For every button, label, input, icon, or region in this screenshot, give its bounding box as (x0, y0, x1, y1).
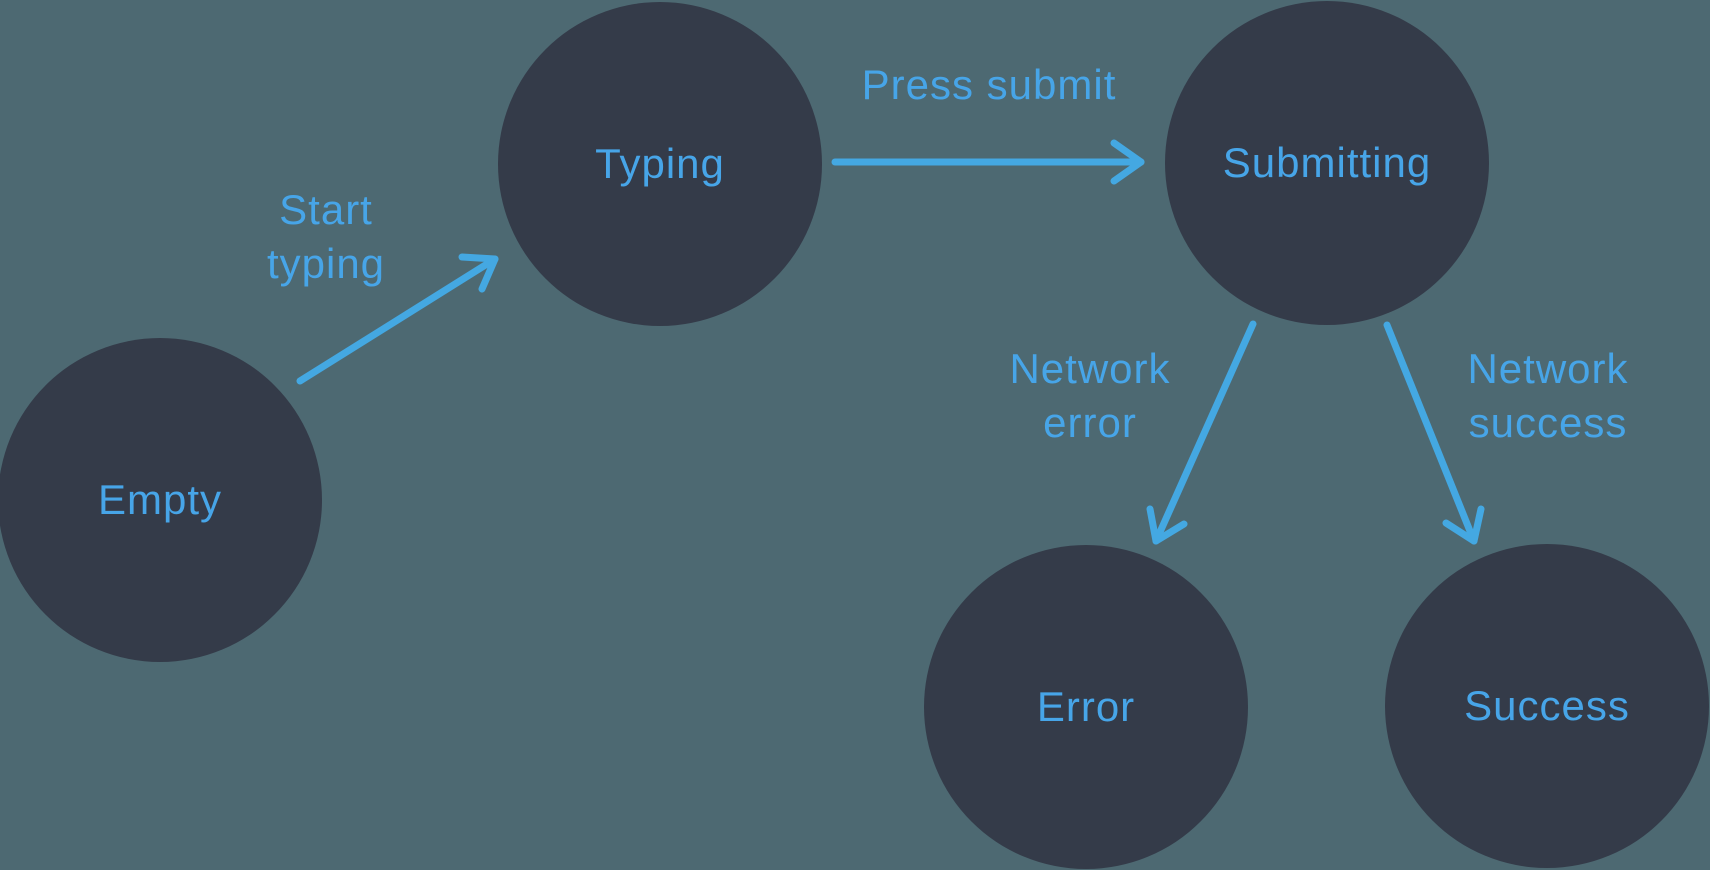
transition-arrow-start-typing (296, 253, 499, 385)
state-label-error: Error (1036, 683, 1136, 730)
state-node-typing: Typing (498, 2, 822, 326)
transition-label-press-submit: Press submit (861, 61, 1117, 108)
transition-arrow-network-error (1146, 320, 1257, 545)
state-node-error: Error (924, 545, 1248, 869)
state-node-submitting: Submitting (1165, 1, 1489, 325)
transition-label-network-error: Network error (1009, 345, 1171, 446)
state-label-success: Success (1464, 682, 1630, 729)
state-node-success: Success (1385, 544, 1709, 868)
transition-arrow-press-submit (831, 139, 1145, 185)
transition-arrow-network-success (1383, 321, 1485, 545)
state-label-empty: Empty (97, 476, 223, 523)
transition-label-start-typing: Start typing (266, 186, 386, 287)
state-node-empty: Empty (0, 338, 322, 662)
state-label-submitting: Submitting (1222, 139, 1432, 186)
state-label-typing: Typing (595, 140, 725, 187)
transition-label-network-success: Network success (1467, 345, 1629, 446)
